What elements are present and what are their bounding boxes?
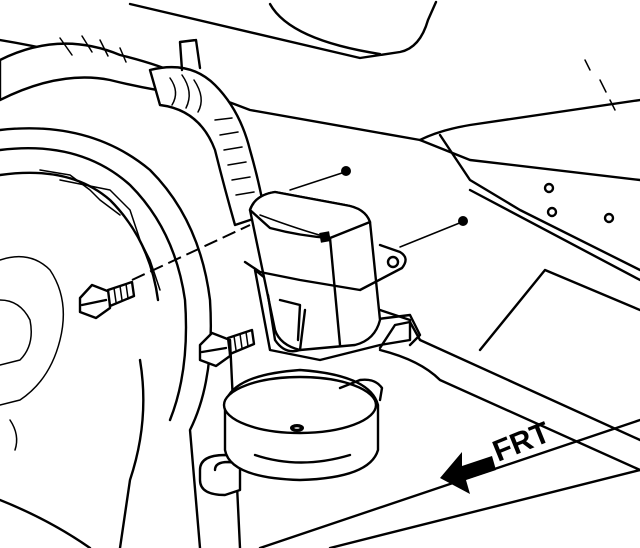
relay bbox=[243, 190, 407, 353]
radiator-hose bbox=[0, 35, 267, 227]
lower-body-lines bbox=[258, 320, 640, 548]
reservoir-cap bbox=[198, 338, 640, 548]
install-guide-lines bbox=[131, 171, 463, 281]
mounting-bolt-upper bbox=[78, 280, 136, 320]
mounting-bolt-lower bbox=[198, 328, 256, 368]
engine-left-component bbox=[0, 127, 213, 548]
panel-holes bbox=[543, 182, 615, 224]
studs bbox=[341, 166, 468, 226]
front-direction-arrow-icon bbox=[440, 452, 496, 494]
